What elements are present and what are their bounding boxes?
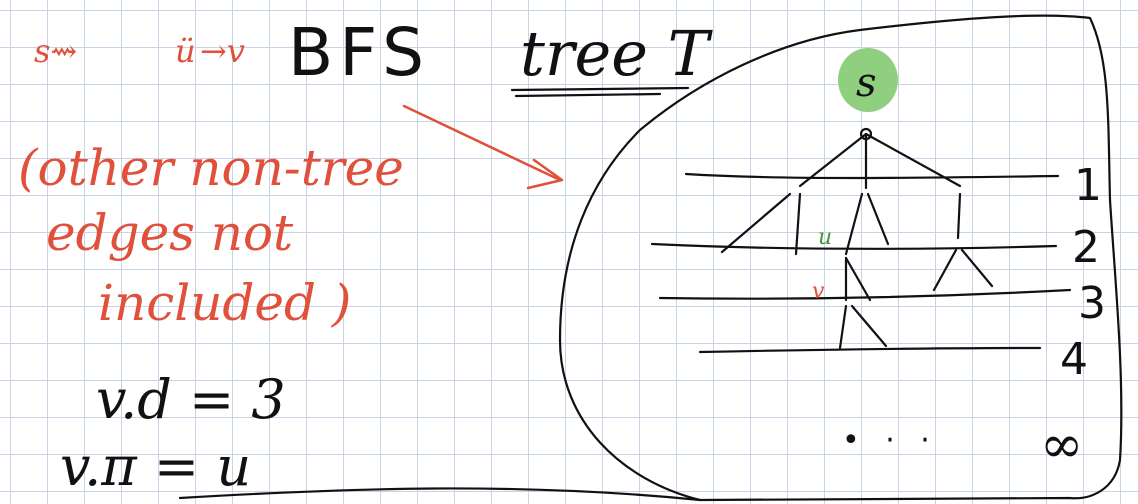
tree-edges: [720, 127, 994, 350]
root-node-label: s: [856, 60, 877, 106]
path-notation-prefix: s⇝: [34, 32, 77, 70]
ellipsis-dots: • · ·: [842, 423, 938, 458]
annotation-line-3: included ): [98, 274, 351, 332]
path-notation-mid: ü: [175, 32, 196, 70]
title-underline: [510, 86, 690, 98]
tree-enclosure: [558, 14, 1123, 502]
equation-parent: v.π = u: [60, 435, 251, 498]
level-label-4: 4: [1060, 334, 1088, 385]
annotation-line-1: (other non-tree: [18, 139, 404, 197]
infinity-label: ∞: [1040, 415, 1083, 475]
annotation-line-2: edges not: [46, 204, 294, 262]
level-label-3: 3: [1078, 278, 1106, 329]
level-label-1: 1: [1074, 160, 1102, 211]
node-v-label: v: [812, 279, 825, 304]
bottom-stroke: [178, 487, 702, 502]
path-notation-end: →v: [200, 32, 245, 70]
equation-distance: v.d = 3: [96, 368, 286, 431]
title-tree-t: tree T: [520, 17, 714, 90]
level-lines: [650, 172, 1072, 354]
title-bfs: BFS: [288, 14, 430, 91]
level-label-2: 2: [1072, 222, 1100, 273]
red-arrow: [402, 104, 564, 190]
node-u-label: u: [818, 225, 832, 250]
root-node-highlight: [838, 48, 898, 112]
